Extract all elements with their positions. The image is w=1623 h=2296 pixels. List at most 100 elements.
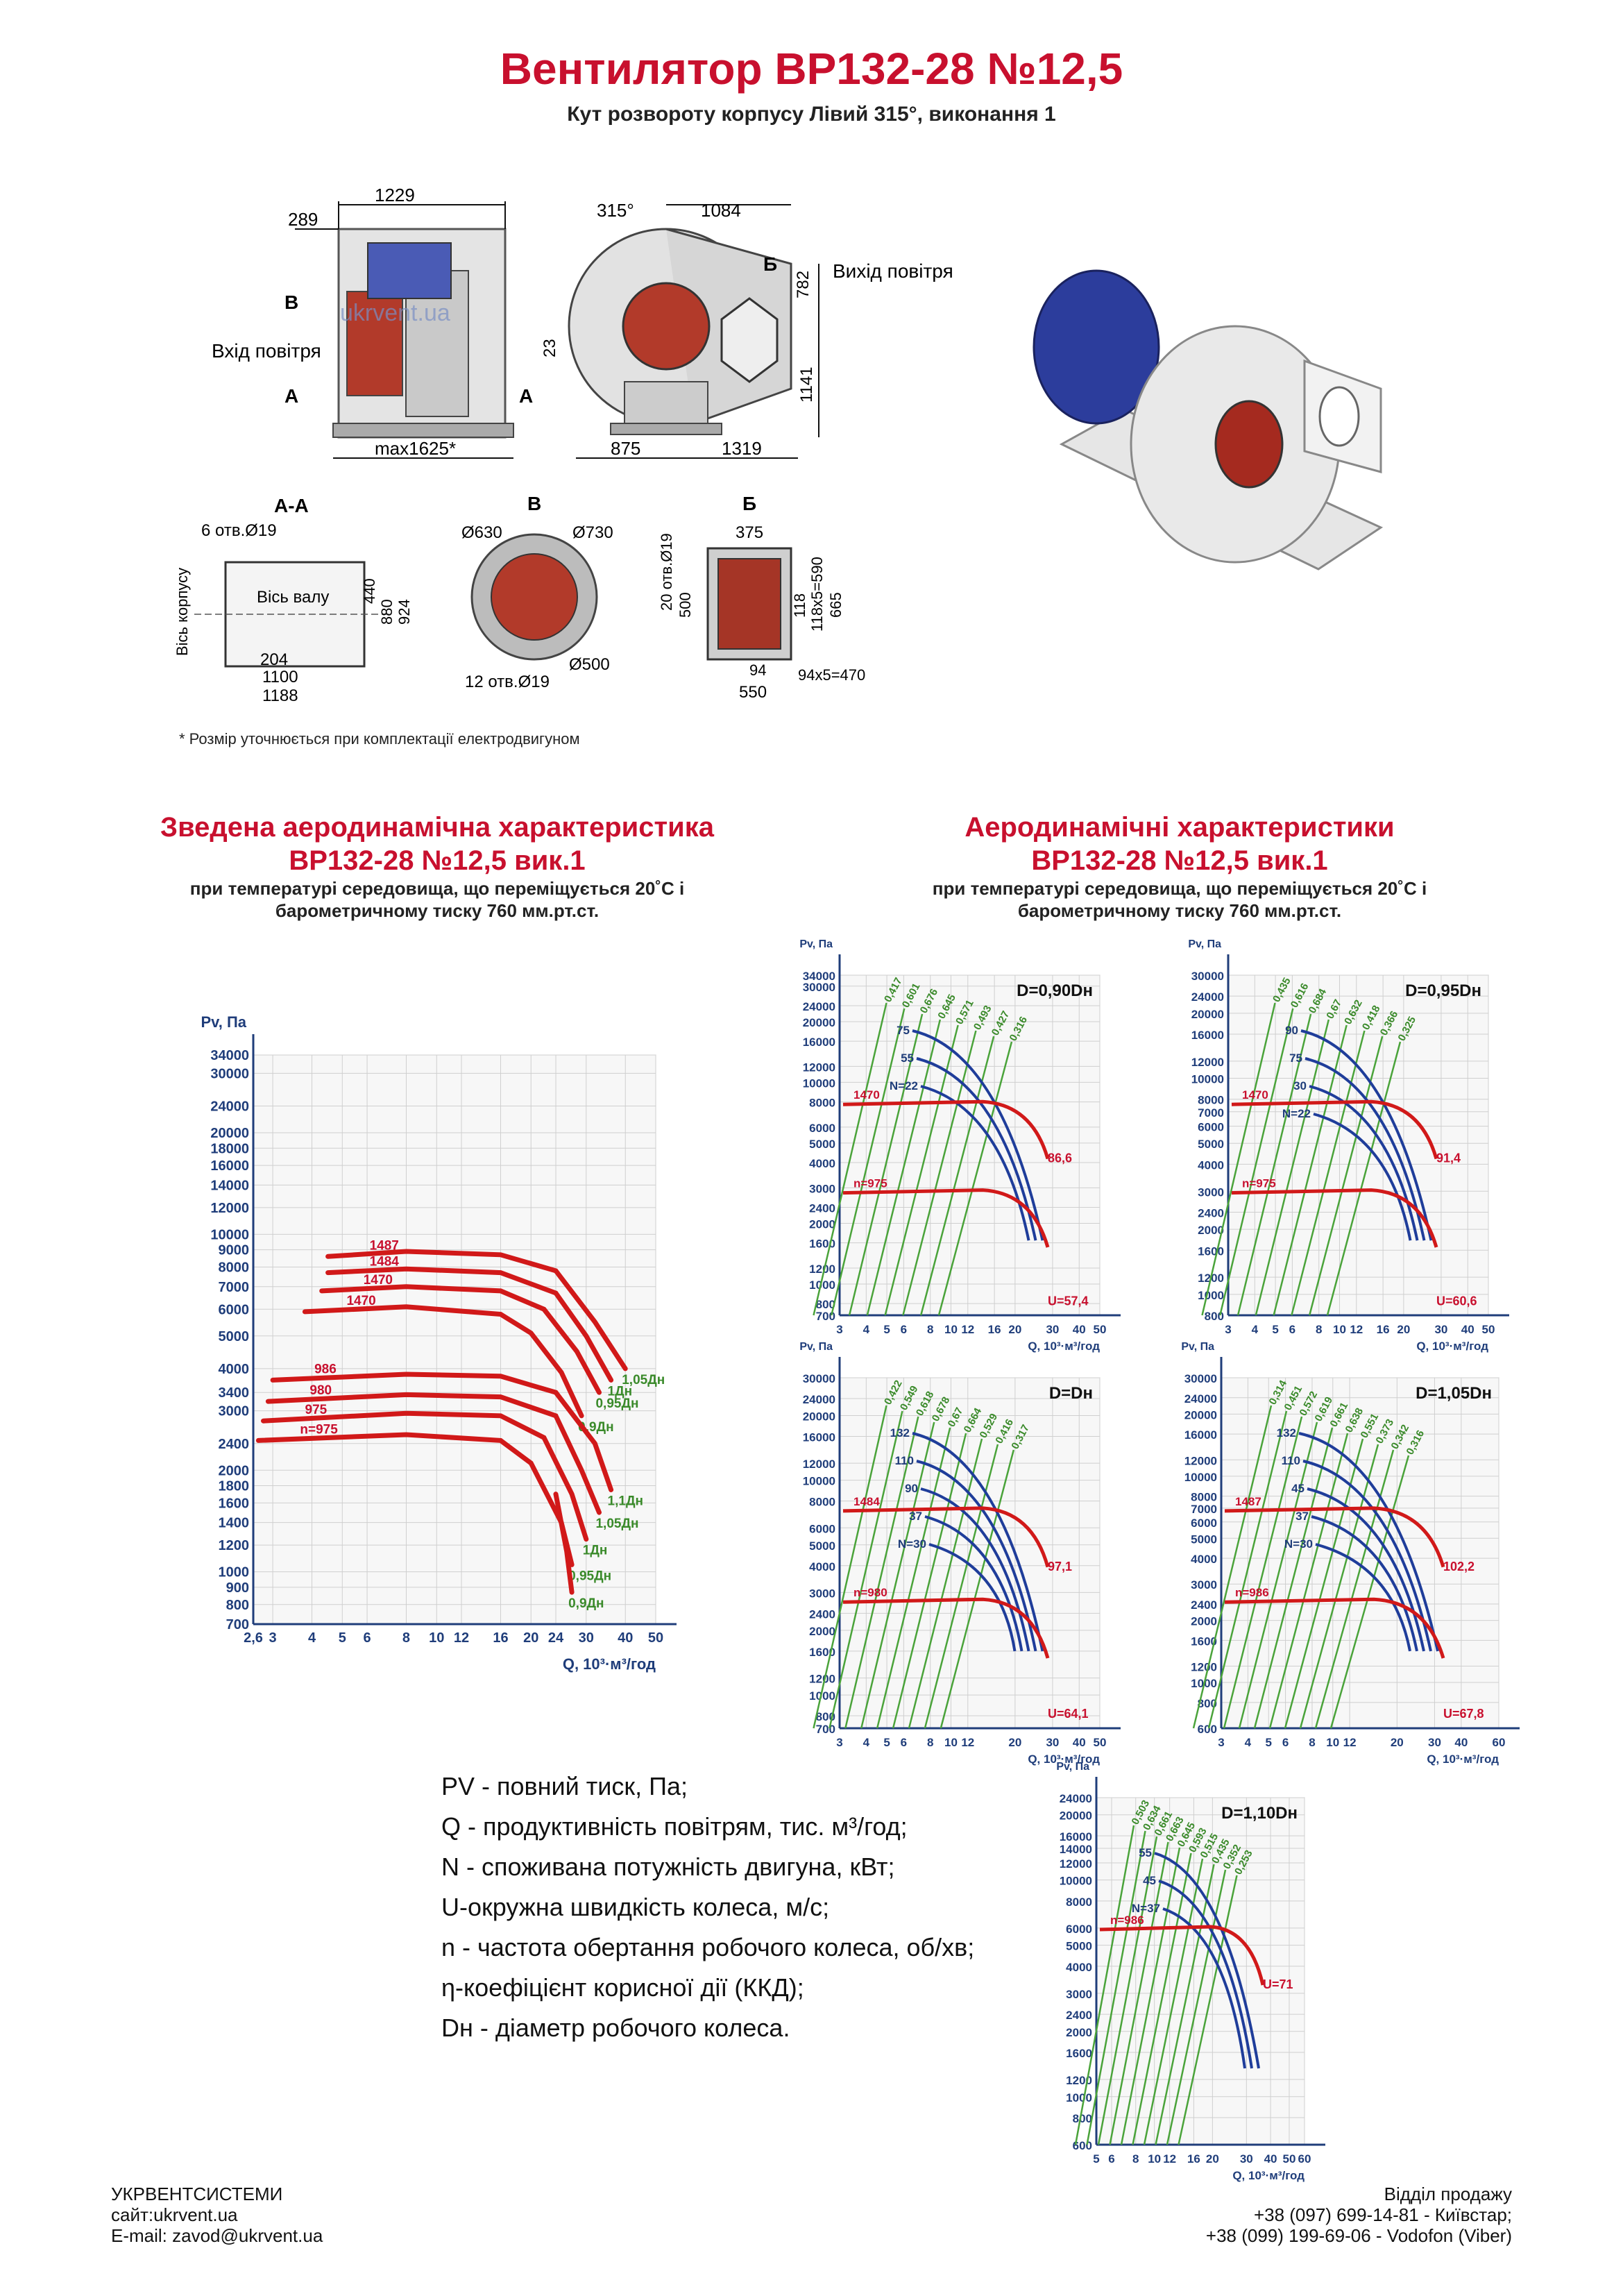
y-tick-label: 16000 xyxy=(803,1036,835,1049)
dim-500: Ø500 xyxy=(569,655,610,674)
y-tick-label: 9000 xyxy=(219,1243,250,1258)
power-curve xyxy=(1158,1880,1253,2069)
x-tick-label: 10 xyxy=(944,1323,958,1336)
dim-875: 875 xyxy=(611,438,640,459)
power-label: 55 xyxy=(901,1052,914,1065)
power-label: N=22 xyxy=(1282,1107,1311,1120)
x-tick-label: 20 xyxy=(1008,1323,1021,1336)
speed-curve xyxy=(1224,1506,1445,1568)
u-label: U=71 xyxy=(1263,1977,1293,1991)
dim-1141: 1141 xyxy=(797,366,816,403)
series-line xyxy=(302,1304,584,1419)
y-tick-label: 5000 xyxy=(1066,1940,1092,1953)
label-v: В xyxy=(284,292,298,313)
u-label: 102,2 xyxy=(1443,1560,1475,1573)
x-tick-label: 12 xyxy=(1350,1323,1363,1336)
efficiency-ray xyxy=(1237,1013,1312,1316)
x-axis-label: Q, 10³·м³/год xyxy=(563,1655,656,1673)
y-tick-label: 3000 xyxy=(1191,1578,1217,1592)
x-tick-label: 10 xyxy=(944,1736,958,1749)
x-tick-label: 3 xyxy=(1225,1323,1231,1336)
speed-label: n=980 xyxy=(853,1586,887,1599)
y-tick-label: 20000 xyxy=(803,1016,835,1029)
x-tick-label: 6 xyxy=(901,1736,907,1749)
dim-730: Ø730 xyxy=(572,523,613,542)
u-label: 91,4 xyxy=(1436,1151,1461,1165)
y-axis-label: Pv, Па xyxy=(799,1341,833,1353)
x-tick-label: 60 xyxy=(1493,1736,1506,1749)
series-end-label: 0,95Дн xyxy=(595,1396,638,1411)
site-link[interactable]: сайт:ukrvent.ua xyxy=(111,2204,238,2225)
power-label: 110 xyxy=(1282,1454,1300,1467)
y-tick-label: 30000 xyxy=(1191,970,1224,983)
efficiency-ray xyxy=(1178,1875,1238,2145)
y-tick-label: 6000 xyxy=(809,1522,835,1535)
x-tick-label: 4 xyxy=(1245,1736,1252,1749)
power-label: 90 xyxy=(905,1482,918,1495)
legend-item: N - споживана потужність двигуна, кВт; xyxy=(441,1852,895,1881)
efficiency-ray xyxy=(1329,1455,1410,1729)
power-curve xyxy=(1302,1460,1432,1652)
y-tick-label: 5000 xyxy=(1198,1138,1224,1151)
y-tick-label: 1000 xyxy=(809,1278,835,1292)
dim-500b: 500 xyxy=(677,592,694,618)
x-tick-label: 8 xyxy=(402,1630,410,1646)
y-tick-label: 24000 xyxy=(803,1000,835,1013)
legend-item: Q - продуктивність повітрям, тис. м³/год… xyxy=(441,1812,908,1841)
y-tick-label: 4000 xyxy=(219,1362,250,1377)
x-tick-label: 40 xyxy=(1073,1323,1086,1336)
u-label: U=64,1 xyxy=(1048,1707,1089,1721)
power-label: 37 xyxy=(1295,1510,1309,1523)
x-tick-label: 16 xyxy=(988,1323,1001,1336)
efficiency-ray xyxy=(902,1030,977,1316)
y-tick-label: 4000 xyxy=(1191,1553,1217,1566)
efficiency-ray xyxy=(1223,1416,1303,1729)
section-aa: А-А 6 отв.Ø19 Вісь корпусу Вісь валу 440… xyxy=(173,495,413,705)
speed-curve xyxy=(1231,1188,1438,1248)
dim-118: 118 xyxy=(791,593,808,618)
email-link[interactable]: E-mail: zavod@ukrvent.ua xyxy=(111,2225,323,2246)
x-tick-label: 6 xyxy=(901,1323,907,1336)
efficiency-ray xyxy=(1291,1030,1366,1316)
y-tick-label: 3000 xyxy=(809,1182,835,1195)
phone-kyivstar[interactable]: +38 (097) 699-14-81 - Київстар; xyxy=(1253,2204,1512,2225)
series-end-label: 1Дн xyxy=(608,1384,633,1399)
x-tick-label: 3 xyxy=(269,1630,277,1646)
dim-1229: 1229 xyxy=(375,185,415,205)
section-v: В Ø630 Ø730 Ø500 12 отв.Ø19 xyxy=(461,493,613,691)
y-tick-label: 1600 xyxy=(1191,1635,1217,1648)
dim-1319: 1319 xyxy=(722,438,762,459)
speed-label: 1470 xyxy=(853,1088,880,1101)
phone-vodafone[interactable]: +38 (099) 199-69-06 - Vodofon (Viber) xyxy=(1205,2225,1512,2246)
u-label: U=67,8 xyxy=(1443,1707,1484,1721)
legend-item: PV - повний тиск, Па; xyxy=(441,1772,688,1800)
x-tick-label: 24 xyxy=(548,1630,564,1646)
dim-1188: 1188 xyxy=(262,686,298,705)
detail-sub-1: при температурі середовища, що переміщує… xyxy=(932,878,1427,899)
summary-title-1: Зведена аеродинамічна характеристика xyxy=(160,812,714,843)
power-label: 45 xyxy=(1291,1482,1305,1495)
power-curve xyxy=(1311,1515,1418,1652)
series-line xyxy=(265,1392,602,1515)
x-tick-label: 30 xyxy=(1046,1736,1059,1749)
y-tick-label: 1000 xyxy=(219,1565,250,1580)
y-tick-label: 24000 xyxy=(803,1393,835,1406)
series-label: 975 xyxy=(305,1403,328,1417)
efficiency-ray xyxy=(829,1410,903,1729)
efficiency-ray xyxy=(866,1019,942,1316)
holes-6: 6 отв.Ø19 xyxy=(201,521,277,540)
x-tick-label: 3 xyxy=(836,1323,842,1336)
y-tick-label: 600 xyxy=(1198,1723,1217,1736)
y-tick-label: 1200 xyxy=(1191,1661,1217,1674)
y-tick-label: 8000 xyxy=(1198,1094,1224,1107)
efficiency-ray xyxy=(1268,1433,1349,1729)
efficiency-ray xyxy=(1109,1841,1169,2145)
holes-12: 12 отв.Ø19 xyxy=(465,673,550,691)
power-label: 75 xyxy=(897,1024,910,1037)
efficiency-ray xyxy=(1074,1825,1135,2145)
speed-curve xyxy=(1231,1099,1438,1160)
side-view: 1229 289 В Вхід повітря А А max1625* ukr… xyxy=(212,185,533,459)
label-b: Б xyxy=(763,253,777,275)
efficiency-ray xyxy=(884,1024,959,1316)
